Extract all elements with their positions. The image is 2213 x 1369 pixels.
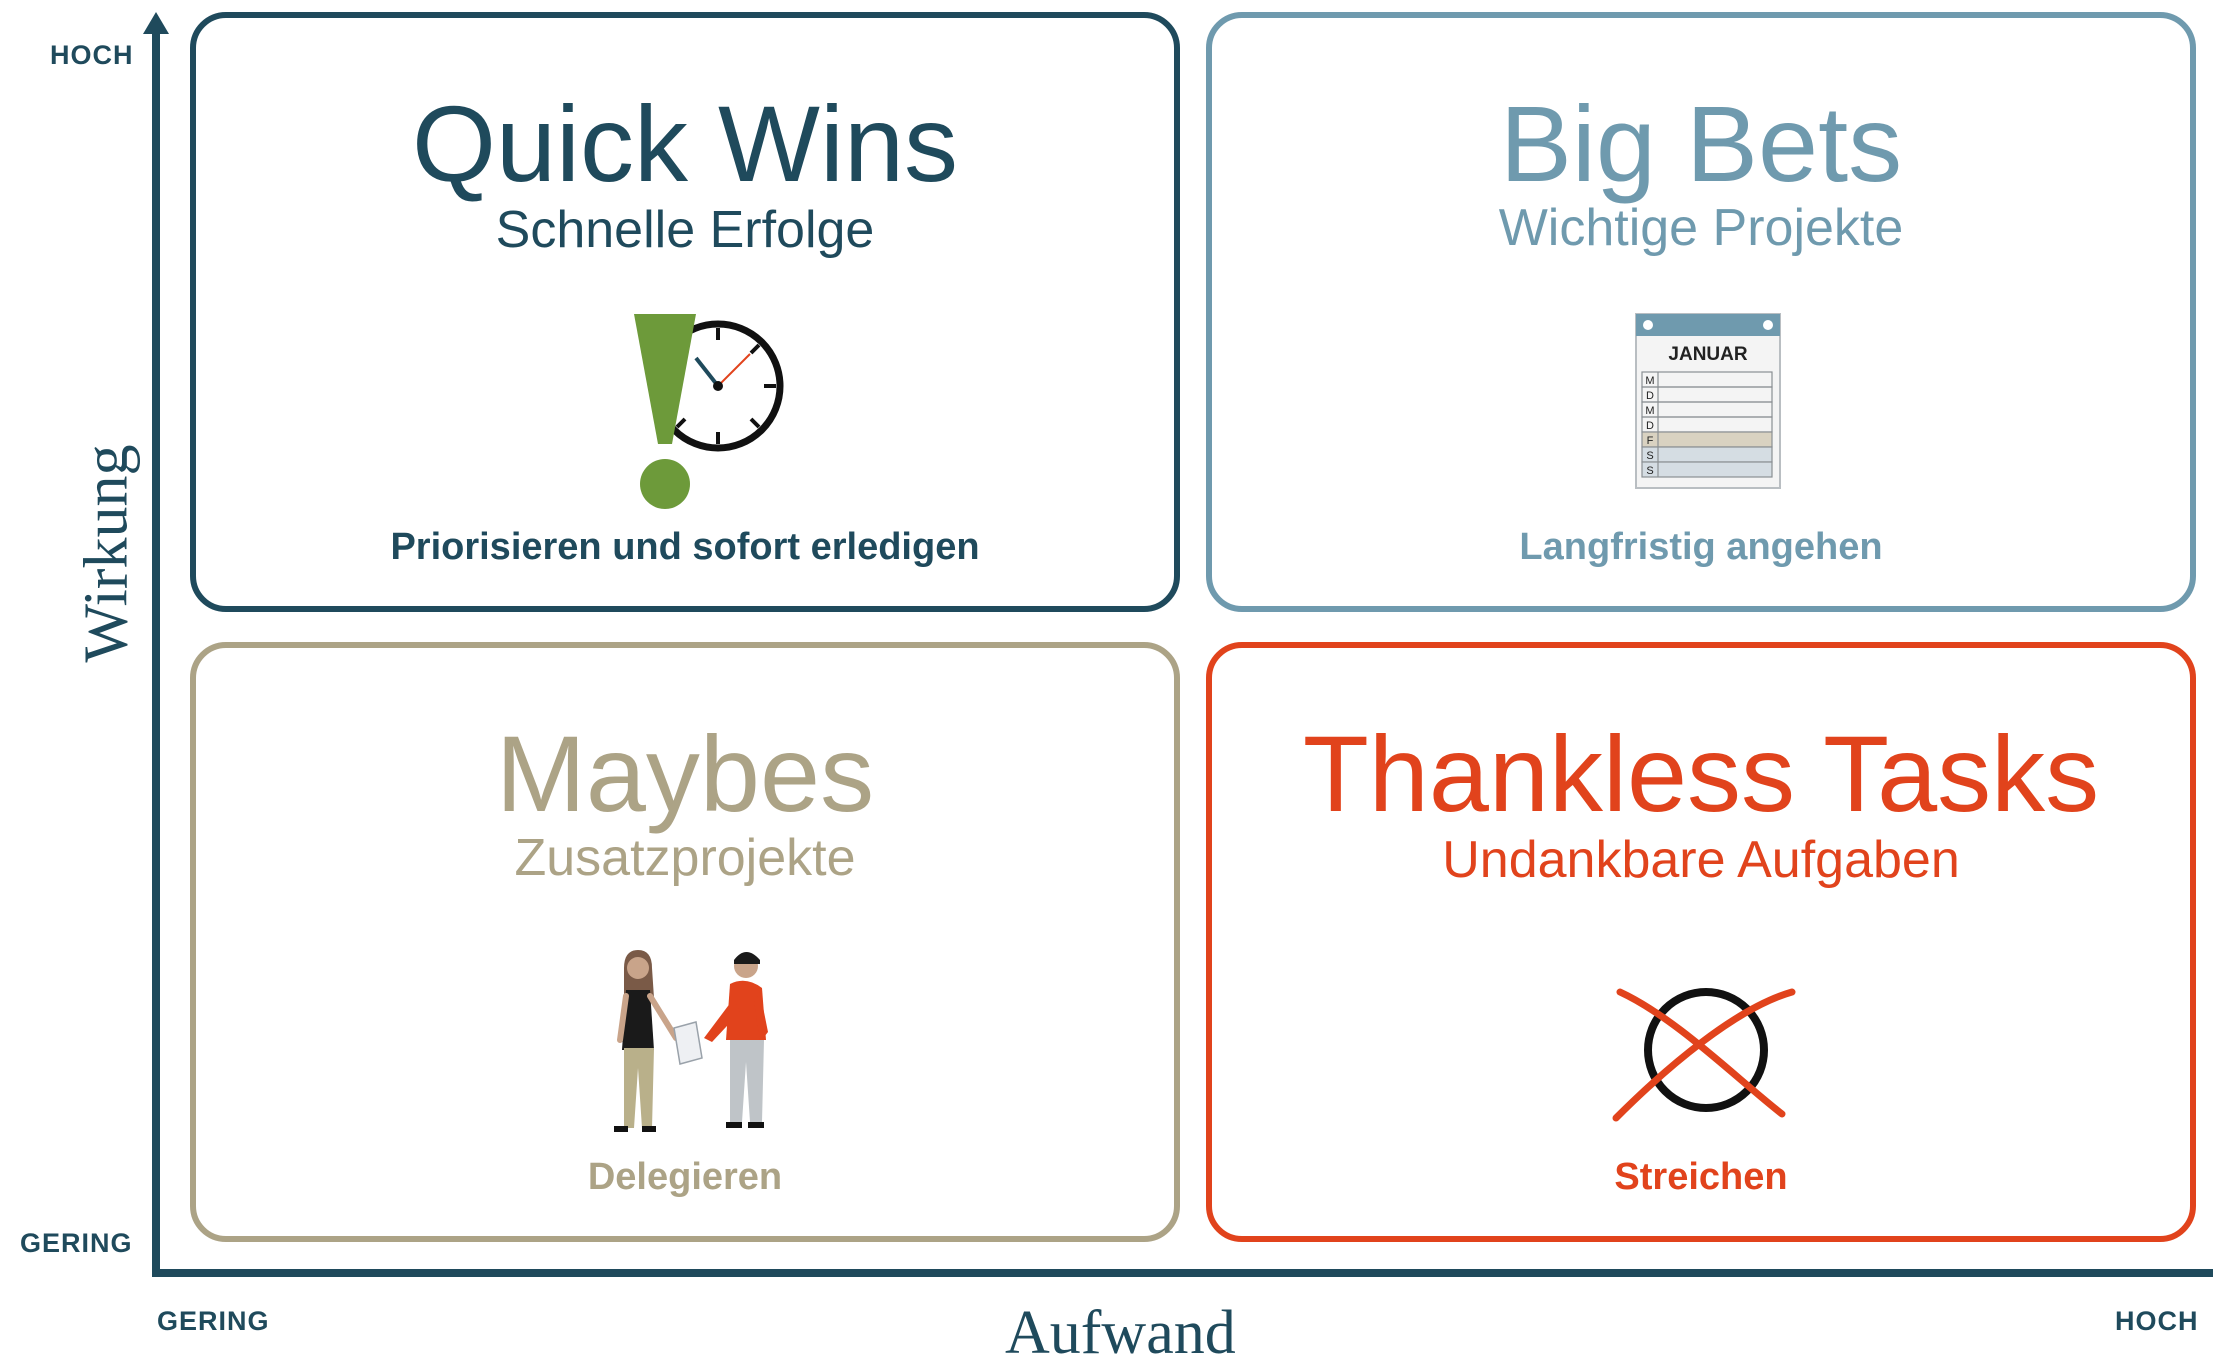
calendar-day-label: S	[1646, 465, 1653, 477]
quadrant-subtitle: Schnelle Erfolge	[495, 201, 875, 259]
y-axis-title: Wirkung	[72, 444, 141, 663]
quadrant-subtitle: Zusatzprojekte	[514, 829, 856, 887]
calendar-day-label: M	[1645, 375, 1654, 387]
quadrant-subtitle: Wichtige Projekte	[1498, 199, 1904, 257]
quadrant-action: Priorisieren und sofort erledigen	[390, 526, 980, 568]
quadrant-title: Thankless Tasks	[1302, 713, 2100, 834]
calendar-day-label: D	[1646, 390, 1654, 402]
quadrant-title: Maybes	[495, 713, 875, 834]
crossed-circle-icon	[1612, 988, 1796, 1122]
y-axis-arrow-icon	[143, 12, 169, 34]
quadrant-big-bets: Big Bets Wichtige Projekte JANUAR M D M …	[1206, 12, 2196, 612]
quadrant-action: Langfristig angehen	[1519, 526, 1883, 568]
calendar-month-label: JANUAR	[1668, 344, 1747, 365]
quadrant-action: Streichen	[1614, 1156, 1788, 1198]
quadrant-subtitle: Undankbare Aufgaben	[1442, 831, 1960, 889]
handover-people-icon	[614, 950, 768, 1132]
stopwatch-exclamation-icon	[634, 314, 784, 509]
calendar-icon: JANUAR M D M D F S S	[1635, 313, 1781, 489]
quadrant-title: Big Bets	[1499, 83, 1903, 204]
quadrant-action: Delegieren	[587, 1156, 783, 1198]
x-axis-high-label: HOCH	[2115, 1306, 2199, 1336]
quadrant-maybes: Maybes Zusatzprojekte Delegieren	[190, 642, 1180, 1242]
quadrant-quick-wins: Quick Wins Schnelle Erfolge Priorisieren…	[190, 12, 1180, 612]
calendar-day-label: F	[1647, 435, 1654, 447]
y-axis-high-label: HOCH	[50, 40, 134, 70]
calendar-day-label: S	[1646, 450, 1653, 462]
x-axis-title: Aufwand	[1005, 1299, 1236, 1367]
quadrant-thankless-tasks: Thankless Tasks Undankbare Aufgaben Stre…	[1206, 642, 2196, 1242]
y-axis-low-label: GERING	[20, 1228, 133, 1258]
calendar-day-label: D	[1646, 420, 1654, 432]
quadrant-title: Quick Wins	[411, 83, 959, 204]
calendar-day-label: M	[1645, 405, 1654, 417]
x-axis-low-label: GERING	[157, 1306, 270, 1336]
